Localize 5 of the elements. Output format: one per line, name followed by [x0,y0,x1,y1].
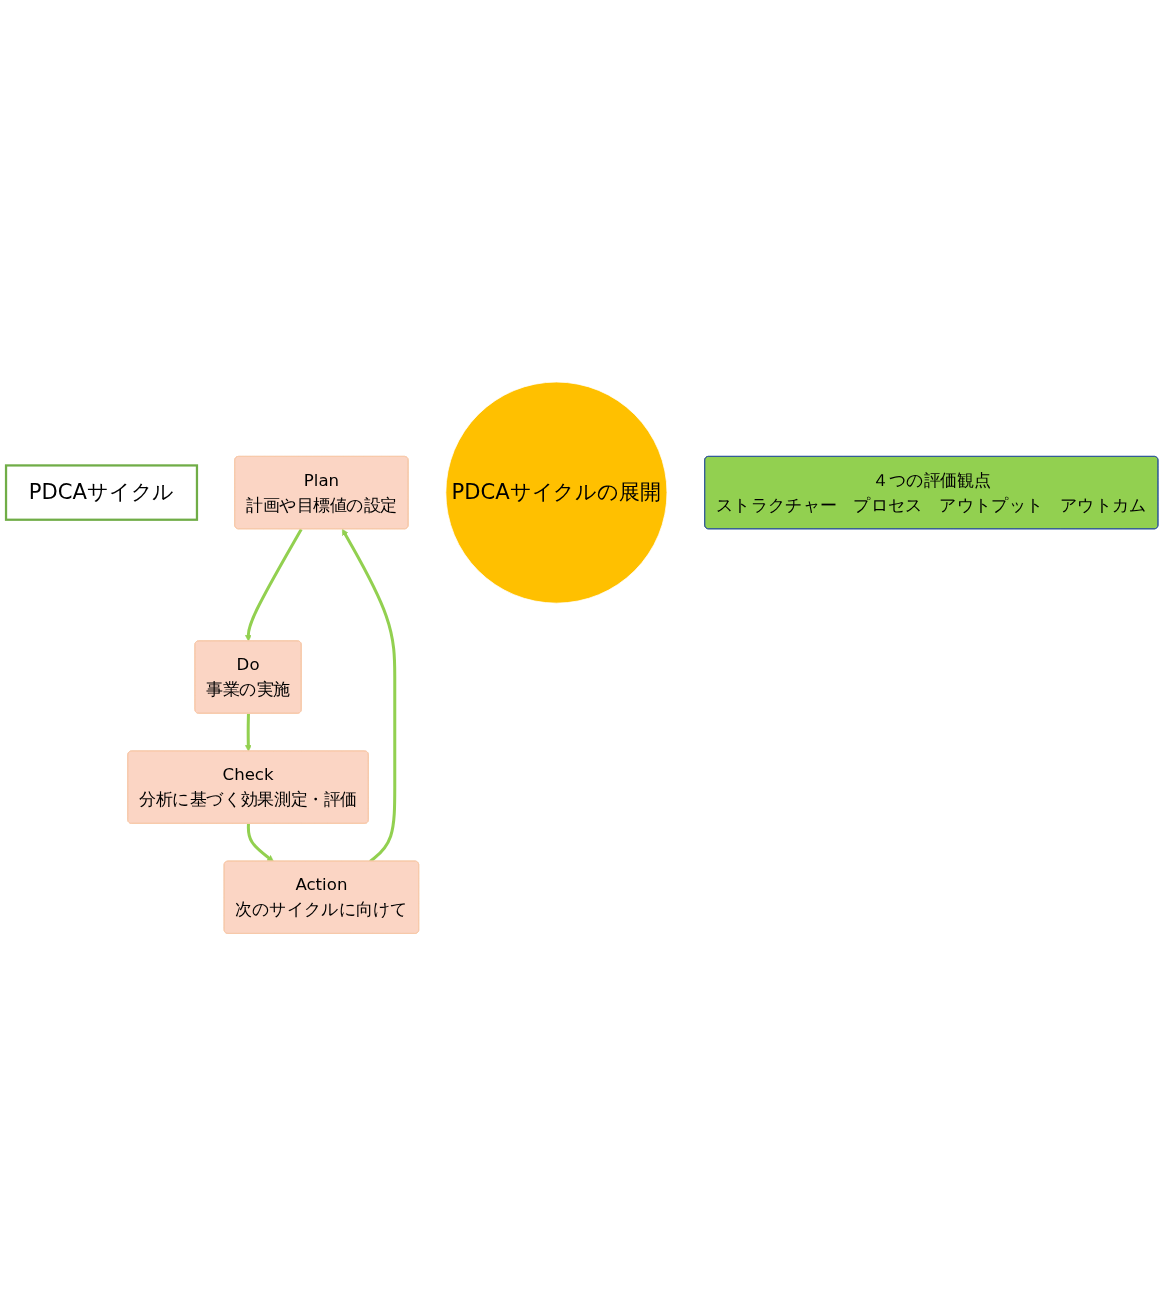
node-circle: PDCAサイクルの展開 [445,381,668,604]
arrow [246,823,274,862]
node-box: PDCAサイクル [4,464,199,521]
arrow [245,713,252,752]
arrow [245,528,303,642]
